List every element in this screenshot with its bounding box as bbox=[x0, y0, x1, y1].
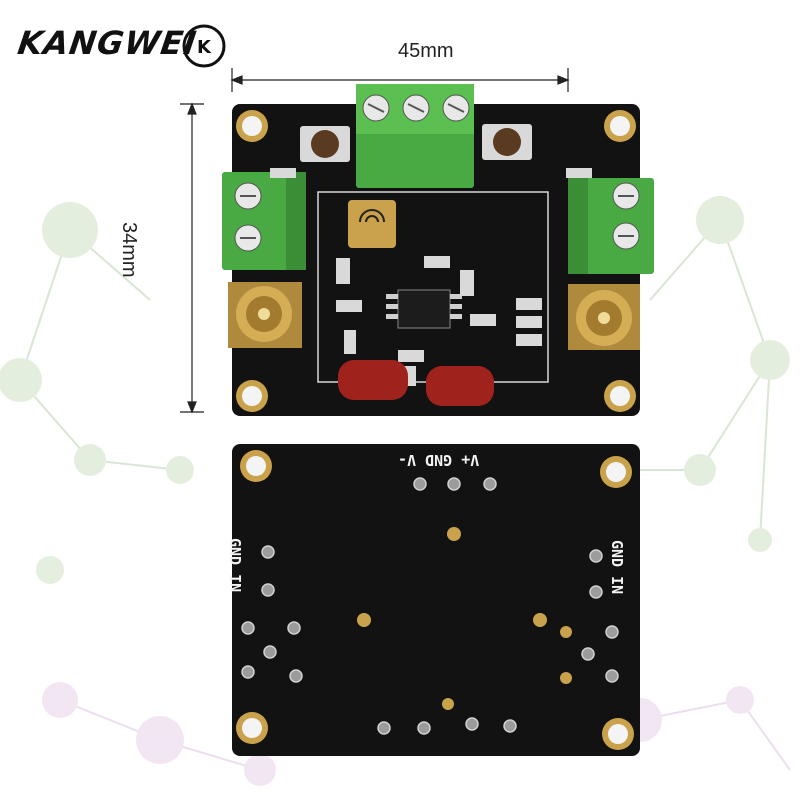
gold-pads bbox=[357, 527, 572, 710]
height-dimension-line bbox=[180, 102, 204, 414]
left-io-label: GND IN bbox=[226, 538, 244, 593]
power-pin-label: V+ GND V- bbox=[398, 451, 480, 469]
terminal-block-left bbox=[222, 172, 306, 270]
sma-connector-left bbox=[228, 282, 302, 348]
pcb-front bbox=[222, 84, 654, 416]
sma-connector-right bbox=[568, 284, 640, 350]
width-dimension-line bbox=[230, 68, 570, 92]
width-dimension-label: 45mm bbox=[398, 40, 454, 62]
height-dimension-label: 34mm bbox=[118, 222, 140, 278]
brand-badge-icon: K bbox=[182, 24, 226, 68]
brand-badge-letter: K bbox=[197, 37, 212, 58]
rf-logo bbox=[348, 200, 396, 248]
mounting-hole bbox=[236, 110, 636, 412]
pcb-back bbox=[232, 444, 640, 756]
solder-pads bbox=[241, 477, 619, 735]
brand-logo: KANGWEI bbox=[15, 24, 200, 62]
ic-chip bbox=[386, 289, 462, 329]
terminal-block-right bbox=[568, 178, 654, 274]
background-network bbox=[0, 196, 791, 786]
mounting-hole bbox=[236, 450, 634, 750]
terminal-block-power bbox=[356, 84, 474, 188]
film-capacitor bbox=[338, 360, 494, 406]
right-io-label: GND IN bbox=[608, 540, 626, 595]
capacitor-smd bbox=[300, 124, 532, 162]
